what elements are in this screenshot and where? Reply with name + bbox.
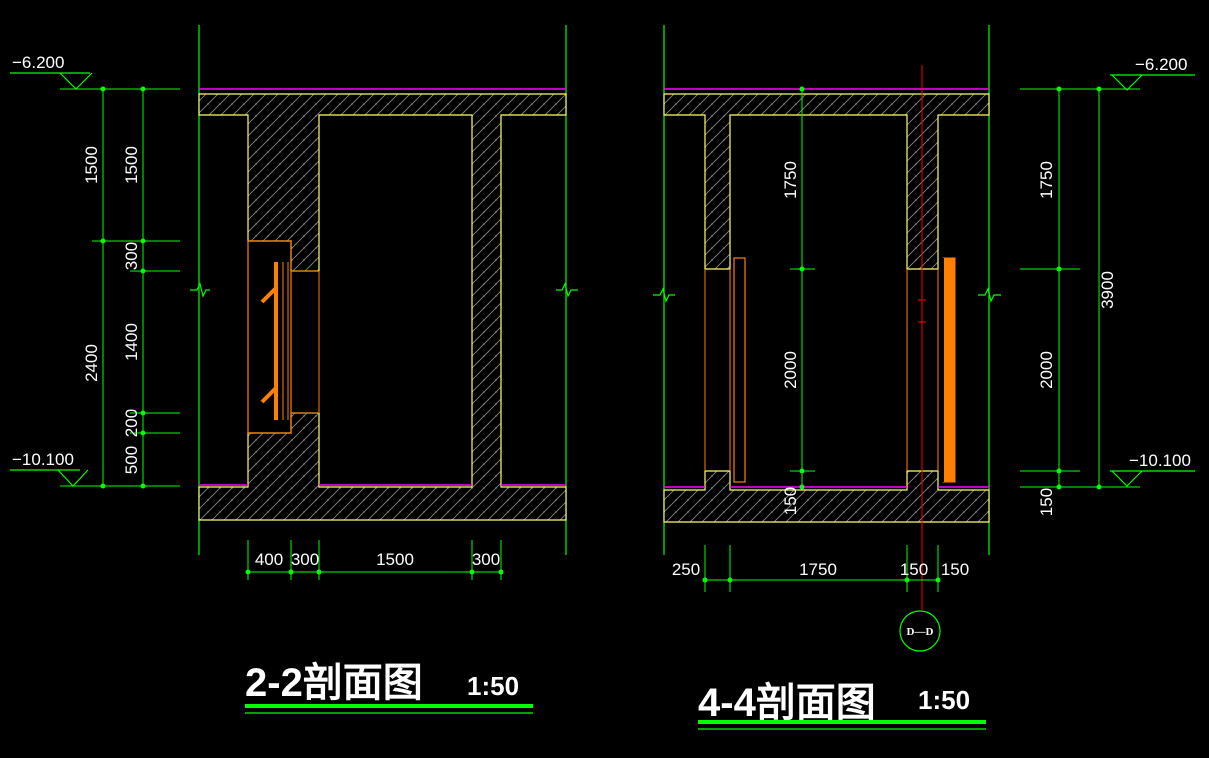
- dim-text: 300: [291, 550, 319, 569]
- dim-text: 2000: [1037, 351, 1056, 389]
- dim-text: 1500: [122, 146, 141, 184]
- dim-text: 1500: [82, 146, 101, 184]
- elevation-top-label: −6.200: [1135, 55, 1187, 74]
- dim-text: 1500: [376, 550, 414, 569]
- dim-text: 200: [122, 409, 141, 437]
- dim-text: 1750: [799, 560, 837, 579]
- dim-text: 3900: [1098, 271, 1117, 309]
- dim-text: 500: [122, 446, 141, 474]
- concrete-section-4-4: [663, 93, 990, 270]
- dimension-chain-right: [1020, 86, 1140, 490]
- door-frame-left: [733, 257, 746, 483]
- dimension-chain-bottom: [245, 540, 504, 580]
- dim-text: 2400: [82, 344, 101, 382]
- elevation-top-label: −6.200: [12, 53, 64, 72]
- concrete-slab-4-4: [663, 470, 990, 523]
- elevation-triangle-top: [1111, 74, 1143, 91]
- concrete-section-2-2: [198, 93, 567, 521]
- drawing-title: 2-2剖面图: [245, 661, 423, 705]
- section-2-2: −6.200 −10.100 1500 2400 1500 300 1400 2…: [10, 25, 578, 714]
- elevation-bottom-label: −10.100: [12, 450, 74, 469]
- dim-text: 400: [255, 550, 283, 569]
- dim-text: 1750: [1037, 161, 1056, 199]
- drawing-scale: 1:50: [467, 671, 519, 701]
- elevation-bottom-label: −10.100: [1129, 451, 1191, 470]
- break-mark-right: [556, 282, 578, 298]
- dim-text: 150: [941, 560, 969, 579]
- door-frame: [247, 240, 292, 434]
- elevation-triangle-bottom: [1111, 470, 1143, 487]
- break-mark-left: [653, 287, 675, 303]
- dim-text: 150: [1037, 488, 1056, 516]
- break-mark-right: [978, 287, 1001, 303]
- section-4-4: 1750 2000 150 3900 1750 2000 150: [653, 25, 1195, 730]
- dimension-chain-inner: [790, 86, 815, 490]
- dimension-chain-left: [60, 86, 180, 489]
- section-marker-circle: [899, 610, 941, 652]
- dimension-chain-bottom: [702, 545, 941, 592]
- section-marker-label: D—D: [907, 626, 934, 638]
- elevation-triangle-bottom: [57, 469, 89, 487]
- elevation-triangle-top: [59, 72, 93, 90]
- dim-text: 250: [672, 560, 700, 579]
- dim-text: 150: [900, 560, 928, 579]
- break-mark-left: [190, 282, 210, 298]
- dim-text: 150: [781, 487, 800, 515]
- dim-text: 1750: [781, 161, 800, 199]
- dim-text: 2000: [781, 351, 800, 389]
- dim-text: 300: [122, 242, 141, 270]
- drawing-scale: 1:50: [918, 685, 970, 715]
- dim-text: 1400: [122, 323, 141, 361]
- door-frame-right: [942, 257, 956, 483]
- drawing-title: 4-4剖面图: [698, 681, 876, 725]
- dim-text: 300: [472, 550, 500, 569]
